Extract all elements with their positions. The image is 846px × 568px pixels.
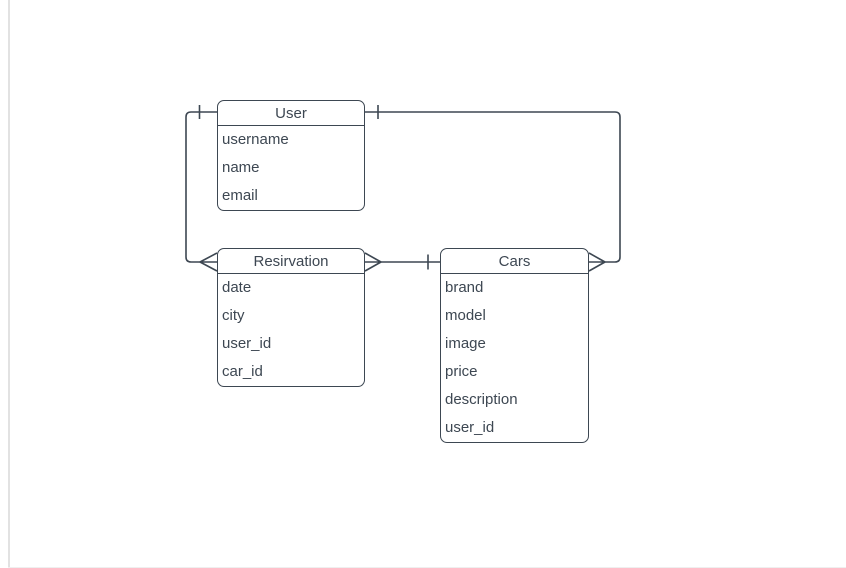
connector-user-resirvation[interactable] [185, 105, 218, 272]
entity-user-field-name: name [222, 159, 260, 176]
page-left-edge-line [8, 0, 10, 568]
many-crowfoot-marker [364, 252, 382, 272]
entity-resirvation-field-car-id: car_id [222, 363, 263, 380]
entity-user-title: User [218, 101, 364, 126]
connector-cars-resirvation[interactable] [364, 252, 440, 272]
entity-cars-field-description: description [445, 391, 518, 408]
entity-resirvation-title: Resirvation [218, 249, 364, 274]
connector-line[interactable] [365, 111, 621, 263]
entity-cars-field-model: model [445, 307, 486, 324]
connector-line[interactable] [185, 111, 217, 263]
entity-resirvation-field-date: date [222, 279, 252, 296]
many-crowfoot-marker [588, 252, 606, 272]
entity-cars[interactable]: Cars brand model image price description… [440, 248, 589, 443]
entity-cars-field-brand: brand [445, 279, 484, 296]
connector-user-cars[interactable] [365, 105, 621, 272]
entity-cars-title: Cars [441, 249, 588, 274]
entity-user-field-email: email [222, 187, 258, 204]
entity-cars-field-user-id: user_id [445, 419, 495, 436]
entity-resirvation-field-user-id: user_id [222, 335, 272, 352]
entity-user[interactable]: User username name email [217, 100, 365, 211]
entity-resirvation[interactable]: Resirvation date city user_id car_id [217, 248, 365, 387]
entity-cars-field-image: image [445, 335, 486, 352]
many-crowfoot-marker [199, 252, 218, 272]
entity-resirvation-field-city: city [222, 307, 245, 324]
entity-user-field-username: username [222, 131, 289, 148]
entity-cars-field-price: price [445, 363, 478, 380]
